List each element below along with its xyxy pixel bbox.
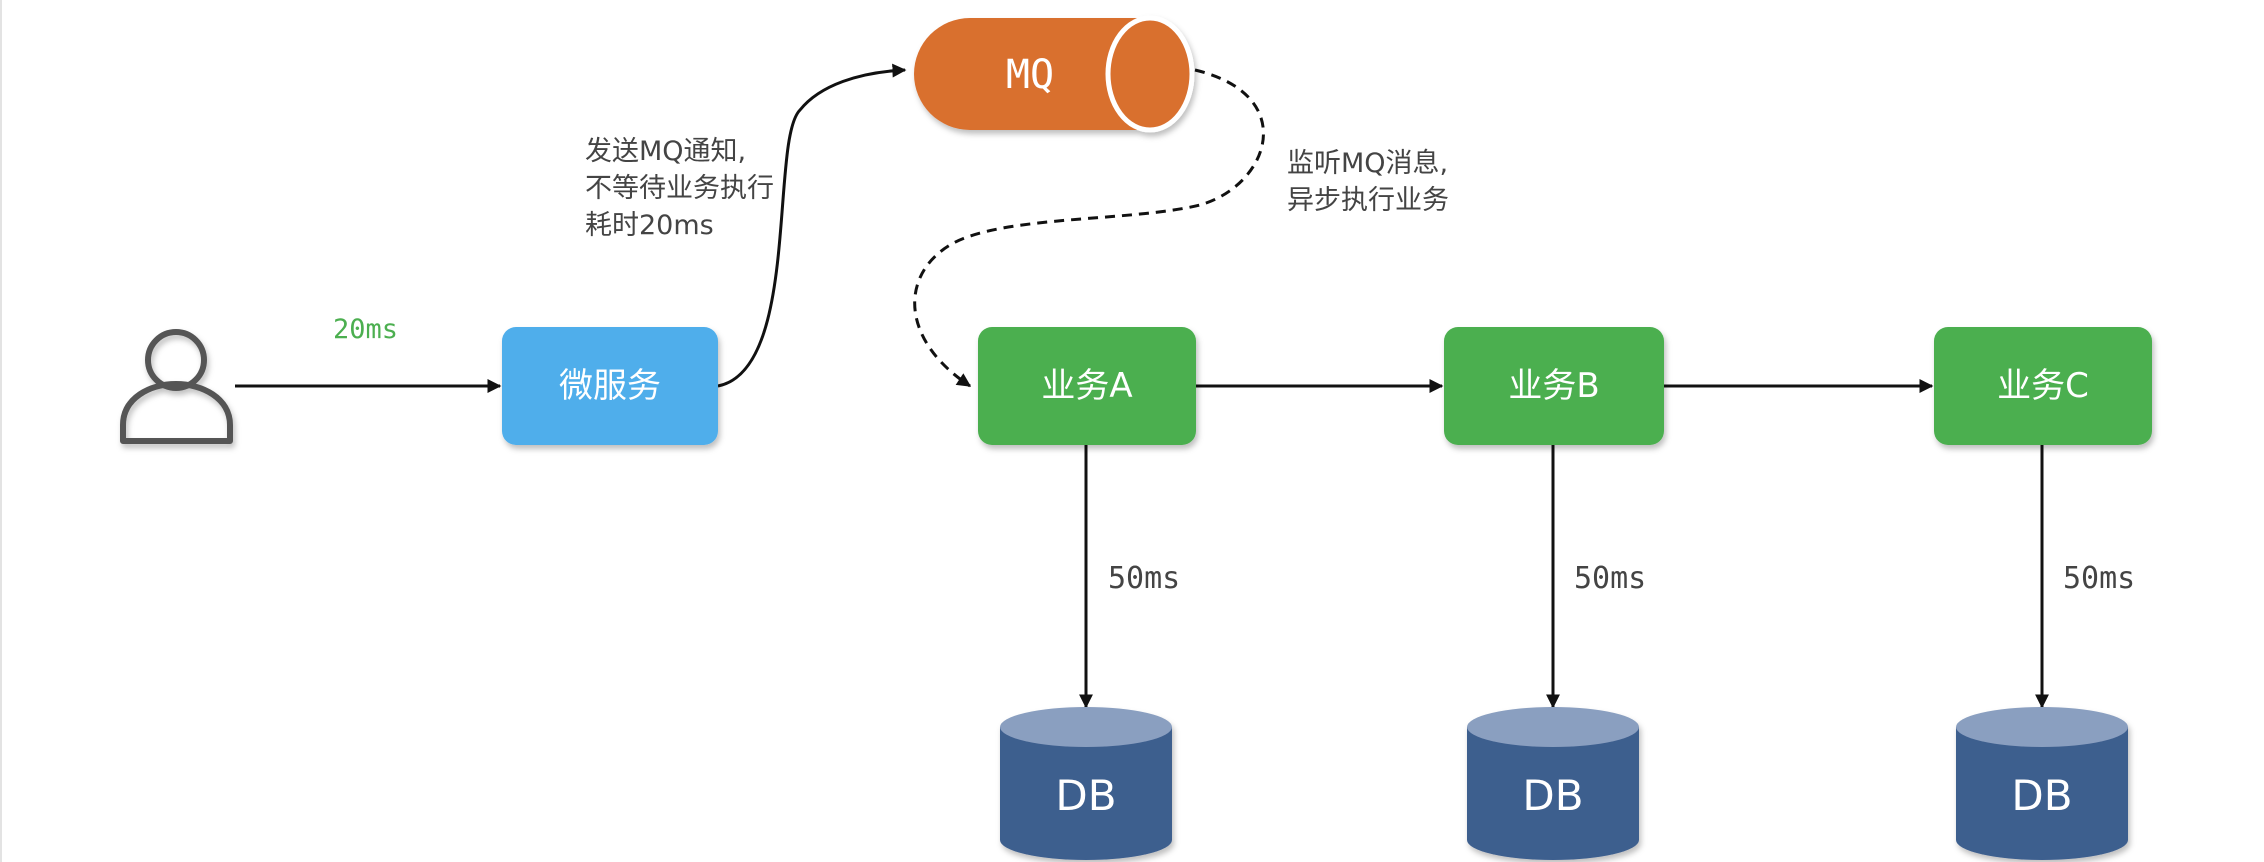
db-a-node: DB: [1000, 707, 1172, 860]
edge-microservice-to-mq: [717, 63, 907, 388]
service-b-label: 业务B: [1508, 366, 1599, 406]
edge-mq-to-service-a: [913, 68, 1265, 388]
mq-node: MQ: [914, 15, 1195, 133]
db-c-label: DB: [2011, 771, 2072, 820]
microservice-to-mq-label: 发送MQ通知, 不等待业务执行 耗时20ms: [585, 136, 774, 241]
microservice-label: 微服务: [559, 366, 661, 406]
mq-send-line-1: 发送MQ通知,: [585, 136, 746, 167]
service-a-node: 业务A: [978, 327, 1196, 445]
db-c-node: DB: [1956, 707, 2128, 860]
service-c-node: 业务C: [1934, 327, 2152, 445]
db-a-label: DB: [1055, 771, 1116, 820]
mq-send-line-3: 耗时20ms: [585, 210, 714, 241]
service-b-db-latency-label: 50ms: [1574, 561, 1646, 596]
user-icon: [120, 329, 233, 444]
mq-send-line-2: 不等待业务执行: [585, 173, 774, 204]
service-a-db-latency-label: 50ms: [1108, 561, 1180, 596]
mq-to-service-label: 监听MQ消息, 异步执行业务: [1287, 148, 1449, 216]
microservice-node: 微服务: [502, 327, 718, 445]
service-b-node: 业务B: [1444, 327, 1664, 445]
db-b-label: DB: [1522, 771, 1583, 820]
user-to-microservice-latency-label: 20ms: [333, 314, 398, 345]
service-c-db-latency-label: 50ms: [2063, 561, 2135, 596]
left-border: [0, 0, 2, 862]
mq-label: MQ: [1006, 52, 1054, 98]
mq-listen-line-2: 异步执行业务: [1287, 185, 1449, 216]
service-a-label: 业务A: [1041, 366, 1132, 406]
db-b-node: DB: [1467, 707, 1639, 860]
mq-listen-line-1: 监听MQ消息,: [1287, 148, 1448, 179]
service-c-label: 业务C: [1997, 366, 2089, 406]
